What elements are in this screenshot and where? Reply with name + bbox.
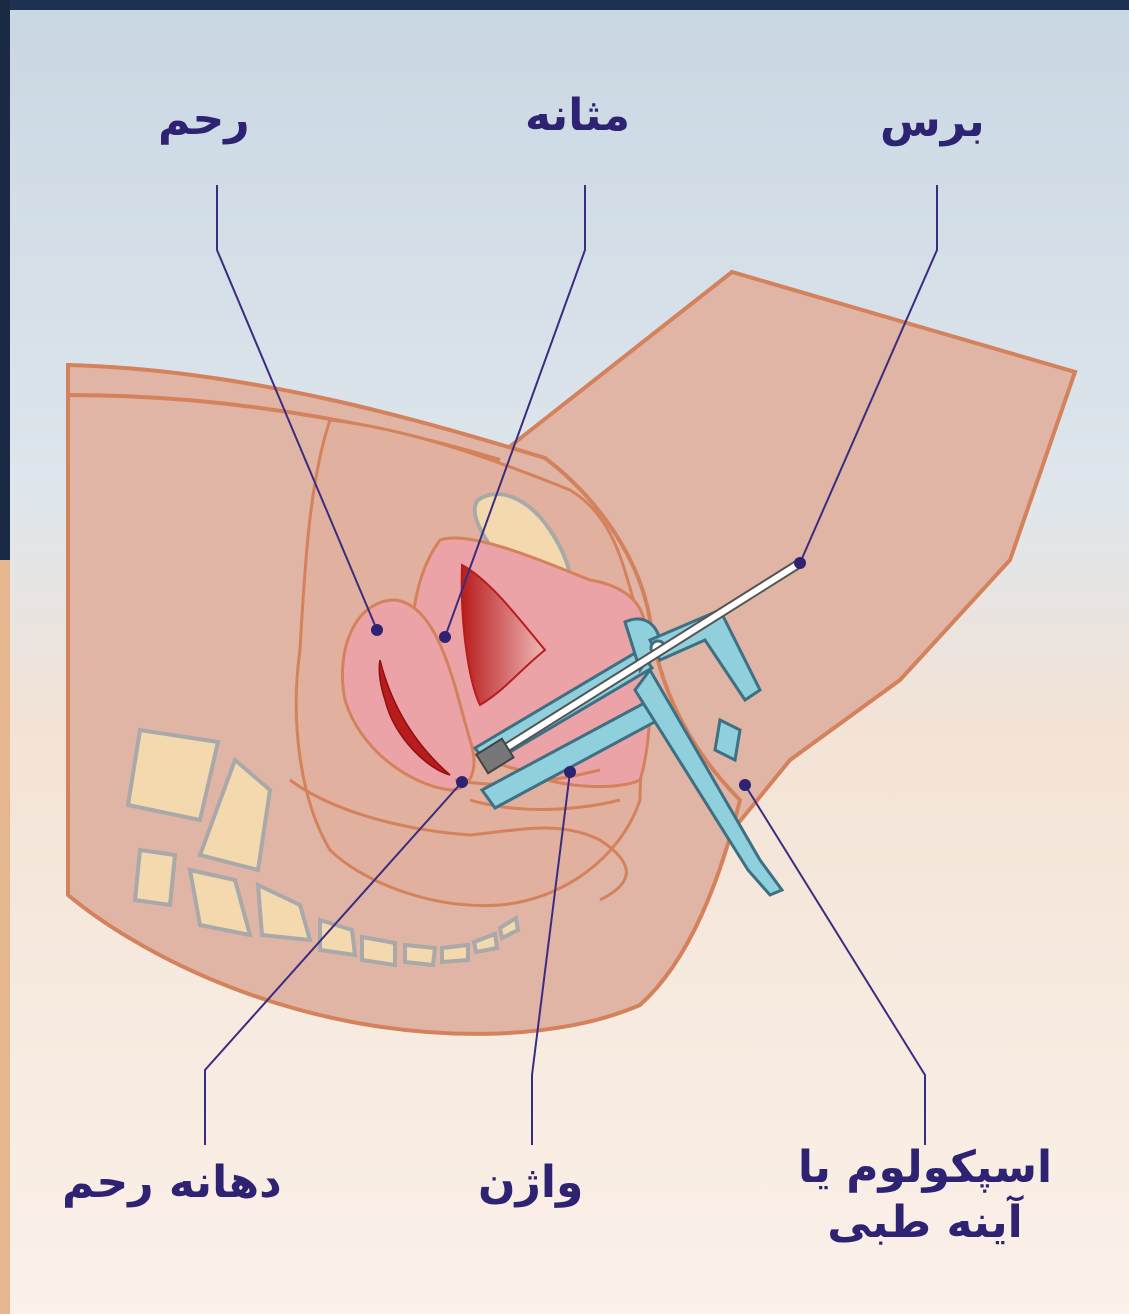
label-vagina: واژن (478, 1155, 583, 1210)
label-brush: برس (880, 94, 985, 149)
label-bladder: مثانه (525, 88, 630, 143)
label-speculum-line1: اسپکولوم یا (770, 1140, 1080, 1195)
label-uterus: رحم (158, 92, 250, 147)
label-speculum-line2: آینه طبی (770, 1195, 1080, 1250)
top-edge-shadow (0, 0, 1129, 10)
label-speculum: اسپکولوم یا آینه طبی (770, 1140, 1080, 1250)
left-edge-floor (0, 560, 10, 1314)
left-edge-shadow (0, 0, 10, 560)
label-cervix: دهانه رحم (62, 1155, 282, 1210)
